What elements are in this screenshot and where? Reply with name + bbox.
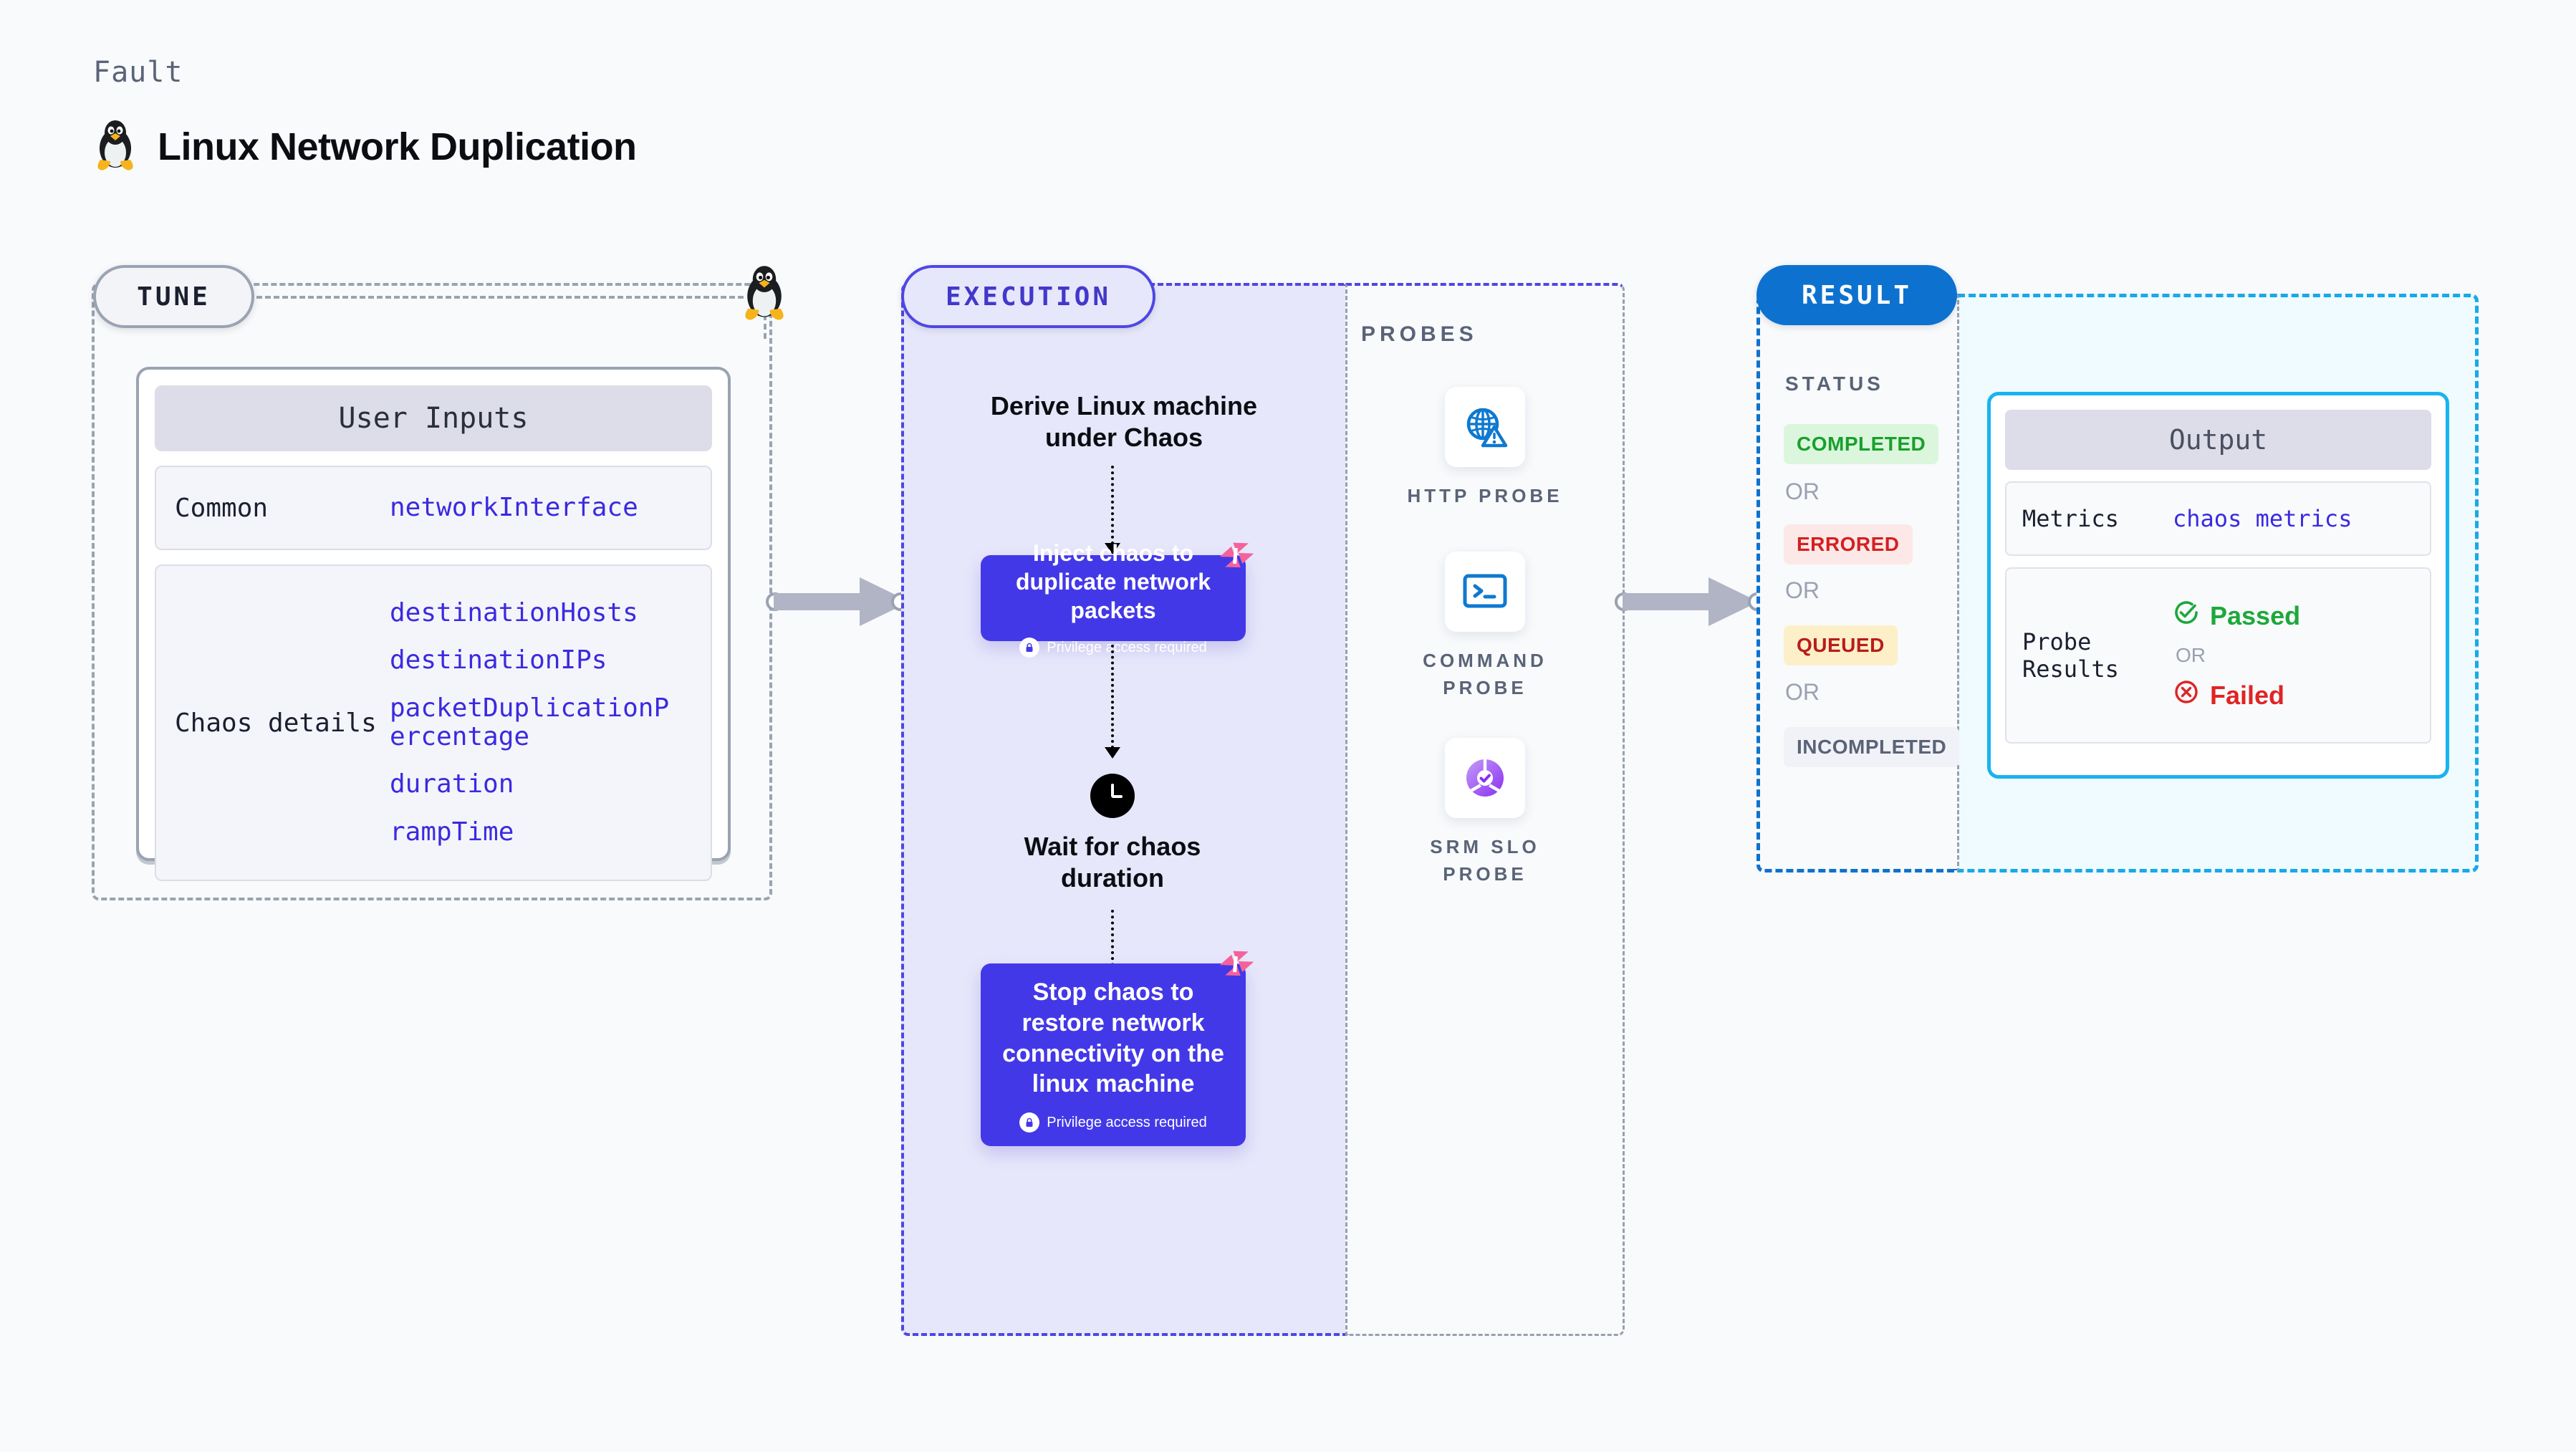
input-row-label: Common	[175, 493, 269, 523]
check-circle-icon	[2173, 599, 2200, 633]
node-privilege-text: Privilege access required	[1047, 1114, 1207, 1130]
input-value[interactable]: networkInterface	[390, 492, 638, 522]
probe-item-command[interactable]: COMMAND PROBE	[1399, 552, 1571, 701]
probe-result-passed: Passed	[2173, 599, 2300, 633]
output-row-label: Metrics	[2022, 504, 2119, 532]
probe-result-or: OR	[2176, 644, 2206, 666]
node-text: Stop chaos to restore network connectivi…	[1002, 978, 1224, 1098]
lock-icon	[1019, 638, 1040, 658]
output-row-label: Probe Results	[2022, 628, 2119, 683]
linux-penguin-icon	[93, 118, 138, 175]
probe-item-srm-slo[interactable]: SRM SLO PROBE	[1399, 738, 1571, 888]
input-value[interactable]: destinationIPs	[390, 645, 607, 675]
execution-to-result-arrow	[1623, 573, 1766, 634]
input-value[interactable]: rampTime	[390, 817, 514, 847]
probes-title: PROBES	[1361, 322, 1478, 346]
input-row-label: Chaos details	[175, 708, 377, 738]
globe-warning-icon	[1445, 387, 1525, 467]
output-card: Output Metrics chaos metrics Probe Resul…	[1987, 392, 2449, 779]
page-title-row: Linux Network Duplication	[93, 118, 637, 175]
probe-item-http[interactable]: HTTP PROBE	[1399, 387, 1571, 510]
input-row-common: Common networkInterface	[155, 466, 712, 550]
execution-wait-label: Wait for chaos duration	[1024, 832, 1201, 893]
input-row-chaos-details: Chaos details destinationHosts destinati…	[155, 564, 712, 881]
flow-arrowhead	[1105, 747, 1120, 759]
input-row-values: networkInterface	[390, 492, 638, 522]
clock-icon	[1090, 774, 1135, 818]
probe-label: SRM SLO PROBE	[1430, 836, 1540, 885]
status-or: OR	[1785, 577, 1820, 603]
probe-result-failed: Failed	[2173, 678, 2300, 712]
node-privilege-note: Privilege access required	[1019, 1112, 1207, 1133]
flow-connector	[1111, 910, 1114, 978]
user-inputs-card: User Inputs Common networkInterface Chao…	[136, 367, 731, 881]
tune-panel	[92, 283, 772, 900]
failed-label: Failed	[2210, 680, 2285, 710]
linux-penguin-node-icon	[739, 264, 789, 324]
execution-step-derive-label: Derive Linux machine under Chaos	[990, 391, 1258, 452]
flow-arrowhead	[1105, 543, 1120, 554]
probe-result-values: Passed OR Failed	[2173, 599, 2300, 712]
harness-logo-icon	[1217, 538, 1257, 582]
execution-node-stop-chaos[interactable]: Stop chaos to restore network connectivi…	[981, 951, 1254, 1146]
execution-node-inject-chaos[interactable]: Inject chaos to duplicate network packet…	[981, 540, 1254, 658]
status-badge-errored: ERRORED	[1784, 524, 1913, 564]
probe-label: COMMAND PROBE	[1423, 650, 1547, 698]
node-text: Inject chaos to duplicate network packet…	[1015, 539, 1211, 624]
flow-connector	[1111, 466, 1114, 544]
page-kicker: Fault	[93, 56, 183, 89]
output-row-probe-results: Probe Results Passed OR	[2005, 567, 2431, 744]
lock-icon	[1019, 1112, 1040, 1133]
tune-to-execution-arrow	[774, 573, 917, 634]
status-badge-queued: QUEUED	[1784, 625, 1898, 665]
probe-label: HTTP PROBE	[1407, 485, 1563, 506]
status-or: OR	[1785, 679, 1820, 705]
status-badge-completed: COMPLETED	[1784, 424, 1939, 464]
input-value[interactable]: destinationHosts	[390, 598, 638, 628]
input-row-values: destinationHosts destinationIPs packetDu…	[390, 598, 676, 847]
status-badge-incompleted: INCOMPLETED	[1784, 727, 1960, 767]
execution-badge[interactable]: EXECUTION	[901, 265, 1155, 328]
harness-logo-icon	[1217, 946, 1257, 990]
page-title: Linux Network Duplication	[158, 125, 637, 168]
result-badge[interactable]: RESULT	[1756, 265, 1957, 325]
tune-badge[interactable]: TUNE	[93, 265, 254, 328]
node-privilege-note: Privilege access required	[1019, 638, 1207, 658]
terminal-icon	[1445, 552, 1525, 632]
flow-connector	[1111, 645, 1114, 749]
tune-dashed-down	[764, 296, 766, 339]
user-inputs-title: User Inputs	[155, 385, 712, 451]
node-privilege-text: Privilege access required	[1047, 639, 1207, 655]
input-value[interactable]: packetDuplicationPercentage	[390, 693, 670, 751]
status-or: OR	[1785, 479, 1820, 504]
passed-label: Passed	[2210, 600, 2301, 630]
output-title: Output	[2005, 410, 2431, 470]
input-value[interactable]: duration	[390, 769, 514, 799]
output-row-metrics: Metrics chaos metrics	[2005, 481, 2431, 556]
output-metrics-value[interactable]: chaos metrics	[2173, 505, 2352, 532]
x-circle-icon	[2173, 678, 2200, 712]
slo-donut-check-icon	[1445, 738, 1525, 818]
status-title: STATUS	[1785, 372, 1884, 395]
tune-dashed-connector	[256, 296, 744, 299]
